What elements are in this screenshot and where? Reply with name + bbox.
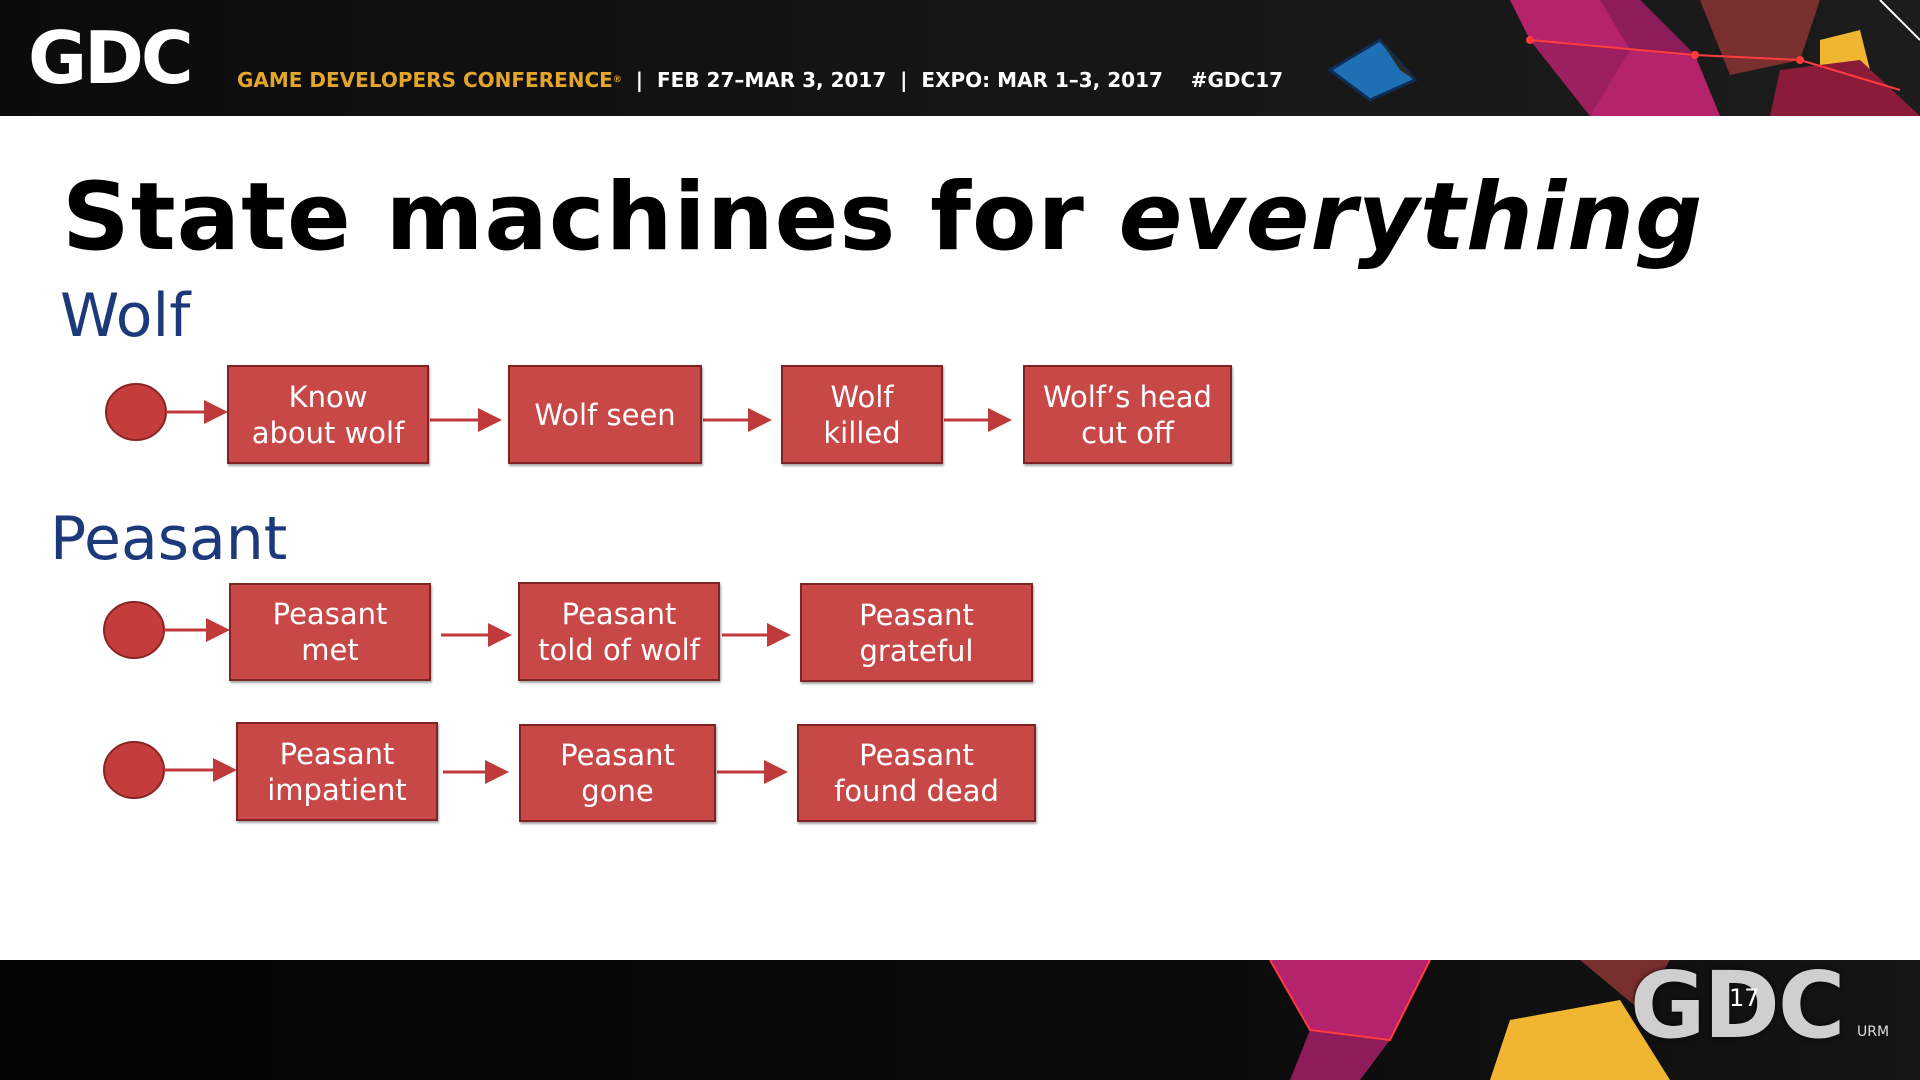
state-peasant-met: Peasant met bbox=[229, 583, 431, 681]
gdc17-logo: GDC bbox=[1630, 960, 1845, 1059]
state-peasant-told-of-wolf: Peasant told of wolf bbox=[518, 582, 720, 681]
slide-title-emphasis: everything bbox=[1118, 163, 1704, 272]
wolf-start-node bbox=[105, 383, 167, 441]
slide-title: State machines for everything bbox=[62, 166, 1703, 269]
state-wolf-killed: Wolf killed bbox=[781, 365, 943, 464]
state-diagram bbox=[103, 383, 1012, 799]
top-banner: GDC GAME DEVELOPERS CONFERENCE® | FEB 27… bbox=[0, 0, 1920, 116]
conference-details: | FEB 27–MAR 3, 2017 | EXPO: MAR 1–3, 20… bbox=[621, 68, 1284, 92]
slide-title-main: State machines for bbox=[62, 163, 1119, 272]
conference-name: GAME DEVELOPERS CONFERENCE bbox=[237, 68, 613, 92]
urm-mark: URM bbox=[1857, 1024, 1890, 1040]
registered-mark: ® bbox=[612, 75, 622, 85]
state-peasant-impatient: Peasant impatient bbox=[236, 722, 438, 821]
peasant-start-node-2 bbox=[103, 741, 165, 799]
wolf-heading: Wolf bbox=[60, 281, 191, 351]
slide: State machines for everything Wolf Peasa… bbox=[0, 116, 1920, 960]
geometric-decoration bbox=[1269, 960, 1670, 1080]
gdc-logo: GDC bbox=[28, 16, 194, 100]
bottom-banner: GDC 17 URM bbox=[0, 960, 1920, 1080]
state-peasant-gone: Peasant gone bbox=[519, 724, 716, 822]
state-wolf-head-cut-off: Wolf’s head cut off bbox=[1023, 365, 1232, 464]
peasant-start-node-1 bbox=[103, 601, 165, 659]
state-know-about-wolf: Know about wolf bbox=[227, 365, 429, 464]
state-peasant-found-dead: Peasant found dead bbox=[797, 724, 1036, 822]
state-peasant-grateful: Peasant grateful bbox=[800, 583, 1033, 682]
peasant-heading: Peasant bbox=[50, 504, 288, 574]
gdc17-year: 17 bbox=[1729, 984, 1760, 1012]
conference-line: GAME DEVELOPERS CONFERENCE® | FEB 27–MAR… bbox=[237, 68, 1283, 92]
state-wolf-seen: Wolf seen bbox=[508, 365, 702, 464]
geometric-decoration bbox=[1327, 0, 1920, 116]
